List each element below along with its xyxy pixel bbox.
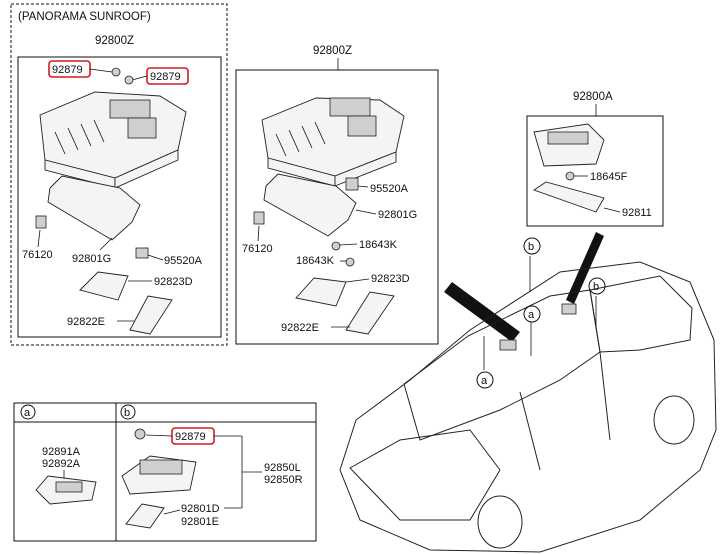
panorama-bulb-right-label[interactable]: 92879 (150, 71, 181, 83)
standard-bulb-b-label[interactable]: 18643K (296, 255, 335, 267)
detail-b-tag-text: b (124, 407, 130, 419)
panorama-clip-drawing (35, 215, 47, 229)
standard-lens-label[interactable]: 92822E (281, 322, 319, 334)
detail-b-lamp-r-label[interactable]: 92850R (264, 474, 303, 486)
panorama-console-drawing (39, 91, 187, 189)
panorama-clip-label[interactable]: 76120 (22, 249, 53, 261)
room-lamp-bulb-label[interactable]: 18645F (590, 171, 628, 183)
panorama-frame-drawing (47, 175, 141, 241)
standard-console-drawing (261, 97, 405, 187)
panorama-switch-drawing (135, 247, 149, 259)
panorama-sunroof-group: (PANORAMA SUNROOF) 92800Z 92879 92879 76… (10, 3, 228, 346)
room-lamp-bulb-drawing (565, 171, 575, 181)
detail-b-lens-e-label[interactable]: 92801E (181, 516, 219, 528)
callout-a-2[interactable] (476, 371, 494, 389)
panorama-frame-label[interactable]: 92801G (72, 253, 111, 265)
standard-switch-drawing (345, 177, 359, 191)
detail-table-border (13, 402, 317, 542)
standard-lens-holder-drawing (295, 277, 347, 307)
panorama-lens-holder-label[interactable]: 92823D (154, 276, 193, 288)
callouts: b b a a (476, 237, 606, 389)
detail-a-tag[interactable] (20, 404, 36, 420)
detail-b-tag[interactable] (120, 404, 136, 420)
standard-frame-label[interactable]: 92801G (378, 209, 417, 221)
standard-clip-drawing (253, 211, 265, 225)
svg-text:b: b (593, 281, 599, 293)
panorama-lens-holder-drawing (79, 271, 129, 301)
detail-a-tag-text: a (24, 407, 31, 419)
vehicle-drawing (339, 261, 717, 553)
pointer-arrow-room-lamp (566, 232, 604, 304)
standard-assembly-box (235, 69, 439, 345)
room-lamp-assembly-label: 92800A (573, 91, 613, 103)
callout-b-1[interactable] (523, 237, 541, 255)
standard-switch-label[interactable]: 95520A (370, 183, 409, 195)
standard-lens-holder-label[interactable]: 92823D (371, 273, 410, 285)
panorama-group-border (10, 3, 228, 346)
detail-b-bulb-drawing (134, 428, 146, 440)
detail-b-lens-drawing (125, 503, 165, 529)
panorama-assembly-label: 92800Z (95, 35, 134, 47)
standard-assembly-label: 92800Z (313, 45, 352, 57)
svg-text:a: a (481, 375, 488, 387)
panorama-lens-drawing (129, 295, 173, 335)
detail-b-lens-d-label[interactable]: 92801D (181, 503, 220, 515)
panorama-bulb-left-label[interactable]: 92879 (52, 64, 83, 76)
standard-clip-label[interactable]: 76120 (242, 243, 273, 255)
svg-text:b: b (528, 241, 534, 253)
detail-b-bulb-label[interactable]: 92879 (175, 431, 206, 443)
standard-group: 92800Z 95520A 92801G 76120 18643K 18643K… (235, 45, 439, 345)
panorama-group-title: (PANORAMA SUNROOF) (18, 11, 151, 23)
panorama-bulb-right-drawing (124, 75, 134, 85)
panorama-bulb-left-drawing (111, 67, 121, 77)
detail-table: a b 92891A 92892A 92879 92850L 92850R 92… (13, 402, 317, 542)
room-lamp-lens-drawing (533, 181, 605, 213)
callout-b-2[interactable] (588, 277, 606, 295)
callout-a-1[interactable] (523, 305, 541, 323)
panorama-assembly-box (17, 56, 222, 338)
panorama-switch-label[interactable]: 95520A (164, 255, 203, 267)
standard-frame-drawing (263, 173, 357, 237)
standard-lens-drawing (345, 291, 395, 335)
pointer-arrow-console (444, 282, 520, 342)
svg-text:a: a (528, 309, 535, 321)
standard-bulb-b-drawing (345, 257, 355, 267)
detail-b-lamp-l-label[interactable]: 92850L (264, 462, 301, 474)
standard-bulb-a-drawing (331, 241, 341, 251)
detail-a-label-1[interactable]: 92891A (42, 446, 81, 458)
room-lamp-group: 92800A 18645F 92811 (526, 91, 664, 227)
room-lamp-housing-drawing (533, 123, 605, 167)
standard-bulb-a-label[interactable]: 18643K (359, 239, 398, 251)
detail-a-label-2[interactable]: 92892A (42, 458, 81, 470)
room-lamp-assembly-box (526, 115, 664, 227)
room-lamp-lens-label[interactable]: 92811 (622, 207, 652, 219)
panorama-lens-label[interactable]: 92822E (67, 316, 105, 328)
